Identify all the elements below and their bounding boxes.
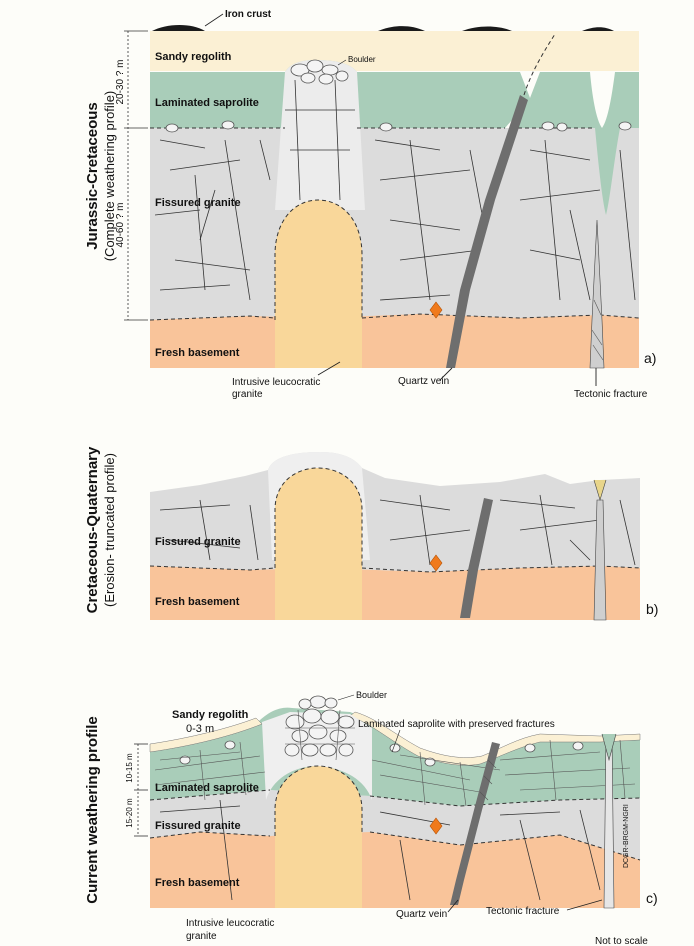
iron-crust-lens (378, 26, 425, 31)
leader-iron-crust (204, 13, 224, 27)
quartz-vein-eroded-trace (523, 33, 556, 96)
tectonic-fracture (603, 735, 615, 909)
panel-b-letter: b) (646, 601, 658, 617)
scale-label-mid: 40-60 ? m (115, 202, 126, 247)
leader-tectonic (566, 899, 603, 911)
tectonic-notch (593, 479, 607, 502)
leader-boulder (337, 59, 347, 66)
credit-text: DCGR-BRGM-NGRI (623, 804, 630, 868)
iron-crust-lens (582, 27, 614, 31)
leader-intrusive (317, 361, 341, 376)
label-iron-crust: Iron crust (225, 9, 272, 20)
leader-quartz (439, 367, 453, 381)
scale-bar (134, 743, 148, 837)
intrusive-granite-body (275, 468, 362, 620)
dome-boundary (274, 199, 363, 320)
label-boulder: Boulder (356, 690, 387, 700)
reference-marker-diamond (429, 817, 443, 835)
scale-label-mid: 15-20 m (125, 798, 134, 828)
preserved-fracture-lines (154, 709, 636, 807)
panel-c-side-title: Current weathering profile (84, 716, 101, 904)
saprolite-boundary (149, 789, 641, 807)
panel-a: 20-30 ? m 40-60 ? m Jurassic-Cretaceous … (84, 9, 656, 400)
scale-label-top: 10-15 m (125, 753, 134, 783)
iron-crust-lens (152, 24, 205, 31)
label-quartz-vein: Quartz vein (396, 909, 447, 920)
boulders (165, 59, 632, 133)
quartz-vein (450, 742, 500, 905)
intrusive-granite-body (275, 200, 362, 368)
fresh-basement-layer (150, 314, 639, 368)
basement-boundary (149, 313, 640, 321)
label-sandy-regolith-thickness: 0-3 m (186, 723, 214, 735)
saprolite-tongue (595, 128, 620, 215)
label-fresh-basement: Fresh basement (155, 596, 240, 608)
laminated-saprolite-layer (150, 60, 639, 215)
tectonic-fracture (589, 219, 605, 369)
fissured-granite-layer (150, 452, 640, 572)
fissured-granite-layer (150, 128, 639, 320)
panel-b: Cretaceous-Quaternary (Erosion- truncate… (84, 446, 658, 621)
scale-label-top: 20-30 ? m (115, 59, 126, 104)
iron-crust-lens (462, 26, 512, 31)
leader-laminated-fractures (391, 729, 401, 753)
label-laminated-saprolite: Laminated saprolite (155, 97, 259, 109)
panel-a-letter: a) (644, 350, 656, 366)
sandy-regolith-layer (150, 31, 639, 71)
reference-marker-diamond (429, 301, 443, 319)
fresh-basement-layer (150, 566, 640, 620)
label-fissured-granite: Fissured granite (155, 820, 241, 832)
reference-marker-diamond (429, 554, 443, 572)
dome-boundary (274, 765, 363, 836)
quartz-vein-hatching (479, 759, 497, 801)
fissured-granite-layer (150, 790, 640, 860)
fracture-lines (159, 494, 636, 566)
label-intrusive-granite-2: granite (186, 931, 217, 942)
leader-quartz (447, 899, 459, 913)
label-sandy-regolith: Sandy regolith (155, 51, 232, 63)
panel-c-letter: c) (646, 890, 658, 906)
panel-b-side-title: Cretaceous-Quaternary (84, 446, 101, 613)
intrusive-granite-body (275, 766, 362, 908)
basement-boundary (149, 831, 641, 861)
label-fissured-granite: Fissured granite (155, 197, 241, 209)
label-sandy-regolith: Sandy regolith (172, 709, 249, 721)
tectonic-fracture (593, 499, 607, 621)
label-fissured-granite: Fissured granite (155, 536, 241, 548)
panel-a-side-subtitle: (Complete weathering profile) (102, 91, 117, 262)
scale-bar (124, 30, 148, 321)
label-quartz-vein: Quartz vein (398, 376, 449, 387)
dome-boundary (274, 467, 363, 568)
panel-c: 10-15 m 15-20 m Current weathering profi… (84, 690, 658, 942)
label-fresh-basement: Fresh basement (155, 347, 240, 359)
label-fresh-basement: Fresh basement (155, 877, 240, 889)
label-intrusive-granite-1: Intrusive leucocratic (232, 377, 320, 388)
label-intrusive-granite-2: granite (232, 389, 263, 400)
panel-b-side-subtitle: (Erosion- truncated profile) (102, 453, 117, 607)
sandy-regolith-layer (149, 717, 263, 753)
basement-boundary (149, 565, 641, 573)
quartz-vein (460, 498, 493, 618)
label-intrusive-granite-1: Intrusive leucocratic (186, 918, 274, 929)
label-boulder: Boulder (348, 55, 376, 64)
tectonic-notch (601, 733, 617, 762)
leucocratic-weathered-zone (275, 60, 365, 210)
tectonic-fracture-hatching (591, 299, 604, 361)
panel-a-side-title: Jurassic-Cretaceous (84, 102, 101, 250)
label-tectonic-fracture: Tectonic fracture (486, 906, 560, 917)
quartz-vein (446, 95, 528, 368)
label-laminated-saprolite: Laminated saprolite (155, 782, 259, 794)
leader-boulder (337, 694, 355, 701)
scale-note: Not to scale (595, 936, 648, 946)
label-laminated-with-fractures: Laminated saprolite with preserved fract… (358, 719, 555, 730)
label-tectonic-fracture: Tectonic fracture (574, 389, 648, 400)
